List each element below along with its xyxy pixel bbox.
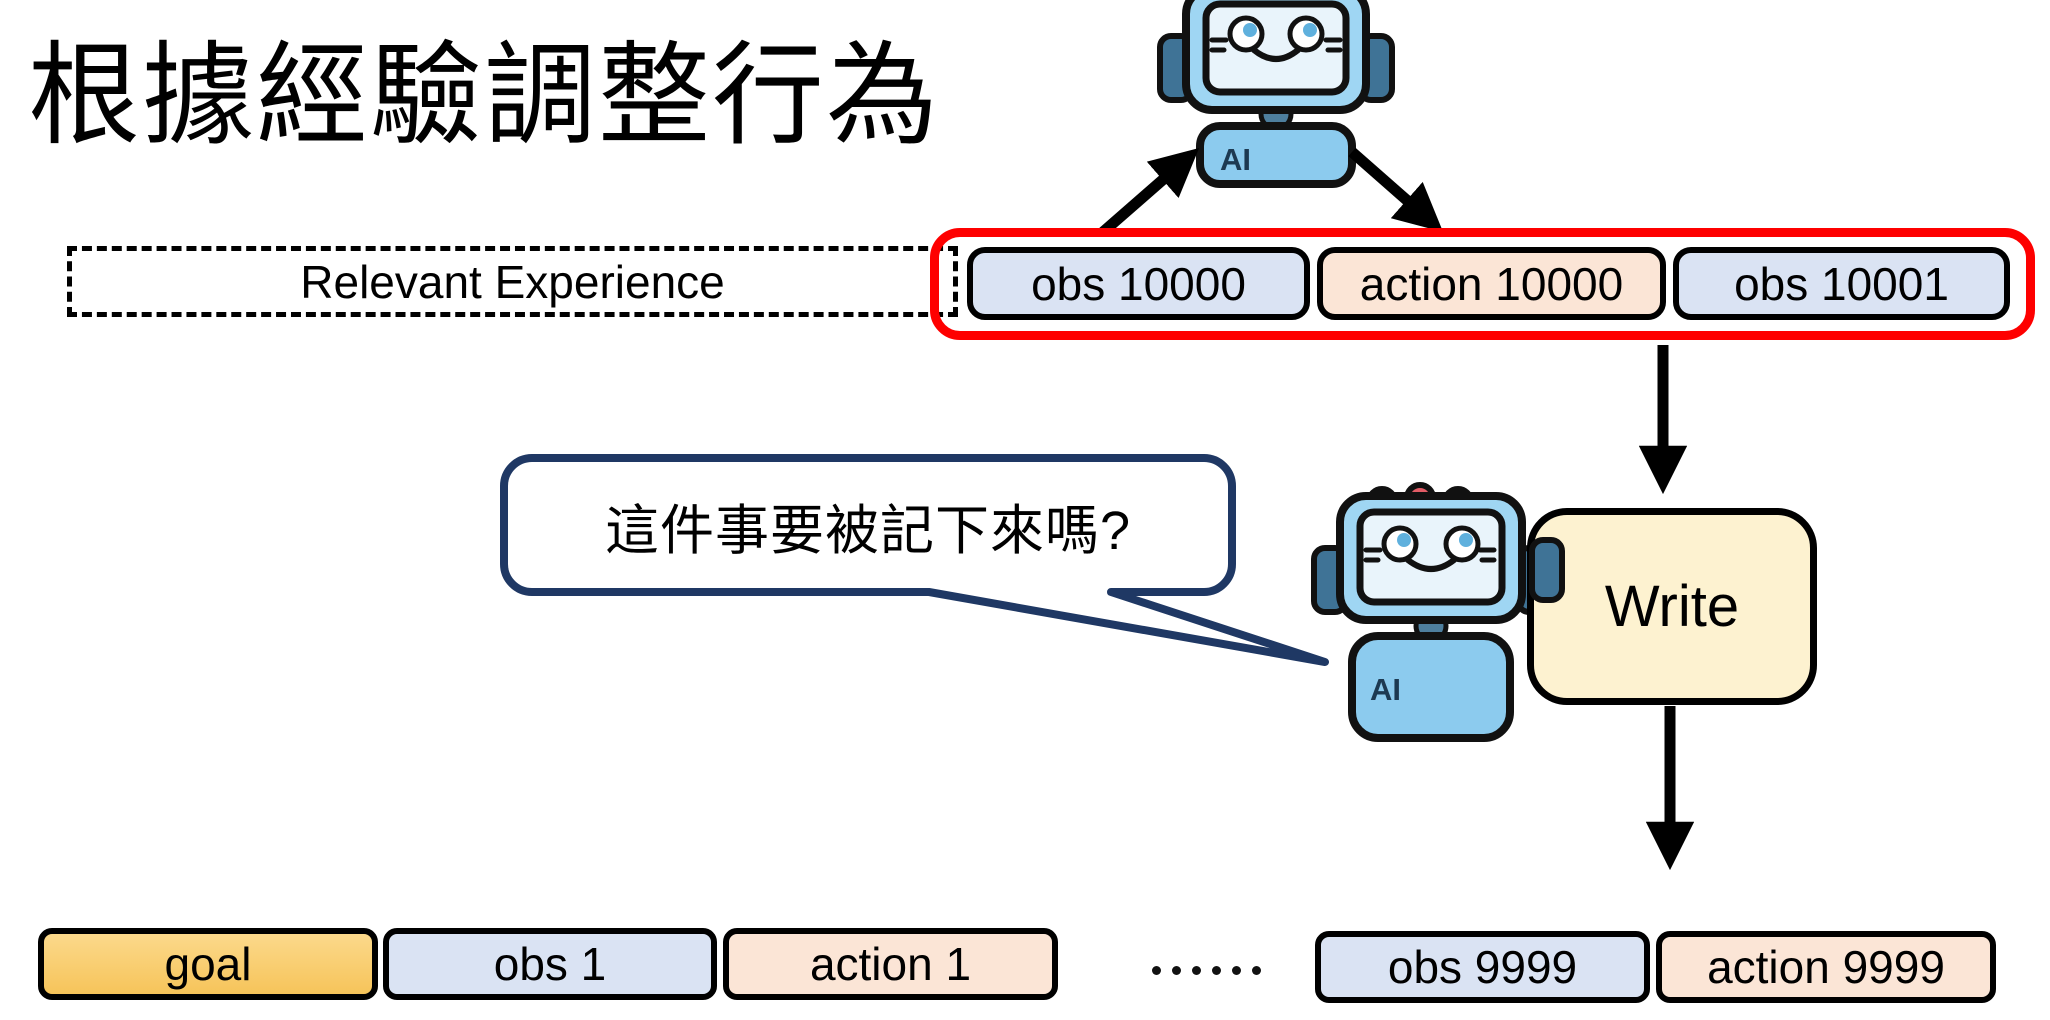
speech-bubble-text: 這件事要被記下來嗎? [604, 500, 1132, 561]
experience-pill-action-10000: action 10000 [1317, 247, 1666, 320]
history-pill-obs-9999: obs 9999 [1315, 931, 1650, 1003]
robot-eye-pupil-icon [1303, 23, 1317, 37]
history-ellipsis [1152, 962, 1272, 978]
ai-robot-middle-icon: AI [1311, 482, 1553, 742]
ellipsis-dot [1252, 965, 1261, 975]
ai-robot-top-icon: AI [1157, 0, 1395, 188]
arrow-experience-to-robot [1099, 148, 1200, 237]
ellipsis-dot [1192, 965, 1201, 975]
ellipsis-dot [1152, 965, 1161, 975]
robot-cheek-icon [1209, 37, 1229, 53]
experience-highlight-frame [930, 228, 2035, 340]
write-box-label: Write [1604, 574, 1740, 639]
robot-eye-pupil-icon [1243, 23, 1257, 37]
robot-eye-pupil-icon [1459, 533, 1473, 547]
arrow-robot-to-experience [1348, 147, 1444, 232]
robot-ai-badge: AI [1370, 672, 1401, 707]
relevant-experience-label: Relevant Experience [300, 255, 725, 308]
relevant-experience-box: Relevant Experience [67, 246, 958, 317]
robot-smile-icon [1251, 47, 1301, 62]
history-pill-goal: goal [38, 928, 378, 1000]
robot-smile-icon [1405, 557, 1457, 572]
speech-bubble-shape [500, 454, 1329, 666]
robot-screen-icon [1356, 508, 1506, 606]
robot-eye-pupil-icon [1397, 533, 1411, 547]
robot-body-icon [1348, 632, 1514, 742]
robot-cheek-icon [1477, 547, 1497, 563]
history-pill-action-9999: action 9999 [1656, 931, 1996, 1003]
slide-title: 根據經驗調整行為 [28, 33, 940, 158]
robot-cheek-icon [1323, 37, 1343, 53]
ellipsis-dot [1172, 965, 1181, 975]
history-pill-action-1: action 1 [723, 928, 1058, 1000]
robot-screen-icon [1202, 0, 1350, 96]
robot-cheek-icon [1363, 547, 1383, 563]
ellipsis-dot [1232, 965, 1241, 975]
history-pill-obs-1: obs 1 [383, 928, 717, 1000]
robot-ai-badge: AI [1220, 142, 1251, 177]
ellipsis-dot [1212, 965, 1221, 975]
write-box: Write [1527, 508, 1817, 705]
experience-pill-obs-10001: obs 10001 [1673, 247, 2010, 320]
experience-pill-obs-10000: obs 10000 [967, 247, 1310, 320]
